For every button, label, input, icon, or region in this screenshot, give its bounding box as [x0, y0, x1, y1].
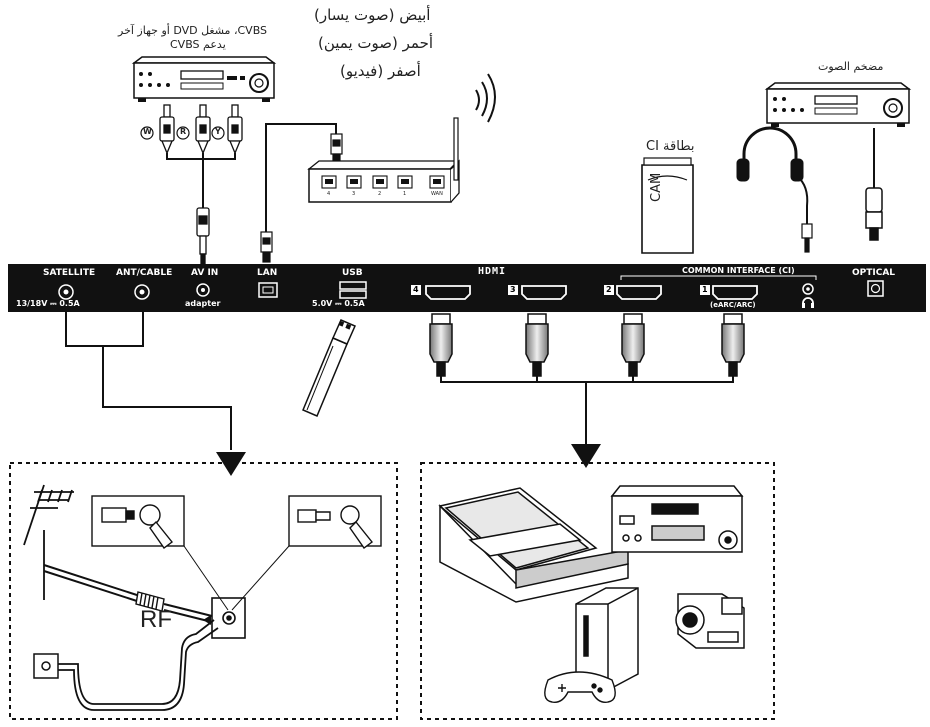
wall-outlet-icon — [33, 653, 59, 679]
rca-white-label: أبيض (صوت يسار) — [314, 6, 431, 24]
cam-label: CAM — [649, 172, 664, 202]
ant-cable-jack — [134, 284, 150, 300]
cvbs-label-line1: CVBS، مشغل DVD أو جهاز آخر — [118, 24, 268, 37]
optical-label: OPTICAL — [852, 268, 896, 278]
hdmi-port-1-number: 1 — [700, 285, 710, 295]
arrow-left — [216, 452, 246, 476]
cvbs-label-line2: يدعم CVBS — [170, 38, 226, 51]
lan-cable — [265, 123, 337, 232]
antenna-box — [9, 462, 398, 720]
plug-marker-r-text: R — [180, 127, 187, 136]
optical-port — [867, 280, 884, 297]
headphones-icon — [736, 126, 804, 182]
common-interface-label: COMMON INTERFACE (CI) — [682, 266, 795, 275]
lan-plug-bottom — [260, 231, 273, 263]
usb-spec: 5.0V ⎓ 0.5A — [312, 299, 365, 308]
wifi-signal-icon — [475, 73, 496, 123]
hdmi-cable-3 — [525, 313, 549, 377]
rf-label: RF — [140, 606, 172, 633]
coax-cable-main — [43, 564, 213, 623]
antenna-icon — [23, 484, 74, 600]
hdmi-cable-1 — [721, 313, 745, 377]
router-port-1: 1 — [403, 191, 407, 197]
hdmi-port-4 — [425, 285, 471, 300]
rca-cable-yellow — [227, 104, 243, 155]
hdmi-collector-line — [440, 376, 734, 444]
router-port-wan: WAN — [431, 191, 443, 197]
coax-cable-lower — [58, 619, 219, 711]
ant-cable-label: ANT/CABLE — [116, 268, 173, 278]
av-in-sub-label: adapter — [185, 299, 221, 308]
lan-port — [258, 282, 278, 298]
hdmi-cable-2 — [621, 313, 645, 377]
av-adapter-plug — [196, 207, 210, 265]
plug-marker-y-text: Y — [215, 127, 221, 136]
lan-label: LAN — [257, 268, 278, 278]
ci-bracket — [620, 275, 817, 280]
zoom-lines — [183, 545, 290, 611]
headphone-jack — [802, 283, 814, 295]
coax-plug-inline — [135, 591, 165, 612]
zoom-inset-left — [91, 495, 185, 549]
camcorder-icon — [675, 593, 745, 649]
rf-arrow — [203, 615, 211, 625]
usb-stick-icon — [302, 319, 356, 417]
router-port-2: 2 — [378, 191, 382, 197]
plug-marker-w — [140, 126, 154, 140]
headphone-cable — [796, 175, 809, 224]
dvd-player-icon — [131, 56, 277, 102]
lan-plug-router — [330, 133, 343, 161]
headphone-small-icon — [802, 297, 814, 308]
arrow-right — [571, 444, 601, 468]
plug-marker-r — [176, 126, 190, 140]
hdmi-port-1 — [712, 285, 758, 300]
hdmi-port-3 — [521, 285, 567, 300]
plug-marker-y — [211, 126, 225, 140]
hdmi-cable-4 — [429, 313, 453, 377]
satellite-spec: 13/18V ⎓ 0.5A — [16, 299, 80, 308]
zoom-inset-right — [288, 495, 382, 549]
earc-label: (eARC/ARC) — [710, 301, 756, 309]
amplifier-icon — [764, 82, 912, 127]
plug-marker-w-text: W — [143, 127, 152, 136]
headphone-plug — [801, 223, 813, 253]
satellite-jack — [58, 284, 74, 300]
hdmi-logo: HDMI — [478, 266, 507, 277]
rf-connector-lines — [65, 312, 232, 450]
tv-rear-panel — [8, 264, 926, 312]
rca-cable-red — [195, 104, 211, 155]
router-port-3: 3 — [352, 191, 356, 197]
amplifier-label: مضخم الصوت — [818, 60, 884, 73]
router-port-4: 4 — [327, 191, 331, 197]
gamepad-icon — [544, 671, 616, 703]
wall-socket-icon — [211, 597, 246, 639]
usb-port — [339, 281, 367, 299]
optical-plug — [865, 187, 883, 241]
usb-label: USB — [342, 268, 363, 278]
hdmi-devices-box — [420, 462, 775, 720]
rca-cable-white — [159, 104, 175, 155]
laptop-icon — [438, 487, 629, 603]
rca-red-label: أحمر (صوت يمين) — [318, 34, 434, 52]
rca-yellow-label: أصفر (فيديو) — [340, 62, 421, 80]
hdmi-port-3-number: 3 — [508, 285, 518, 295]
router-icon — [307, 117, 460, 203]
hdmi-port-2-number: 2 — [604, 285, 614, 295]
dvd-recorder-icon — [610, 485, 744, 553]
ci-card-icon — [641, 157, 694, 254]
hdmi-port-2 — [616, 285, 662, 300]
ci-card-label: بطاقة CI — [646, 139, 695, 154]
satellite-label: SATELLITE — [43, 268, 96, 278]
av-in-label: AV IN — [191, 268, 219, 278]
hdmi-port-4-number: 4 — [411, 285, 421, 295]
av-in-jack — [196, 283, 210, 297]
